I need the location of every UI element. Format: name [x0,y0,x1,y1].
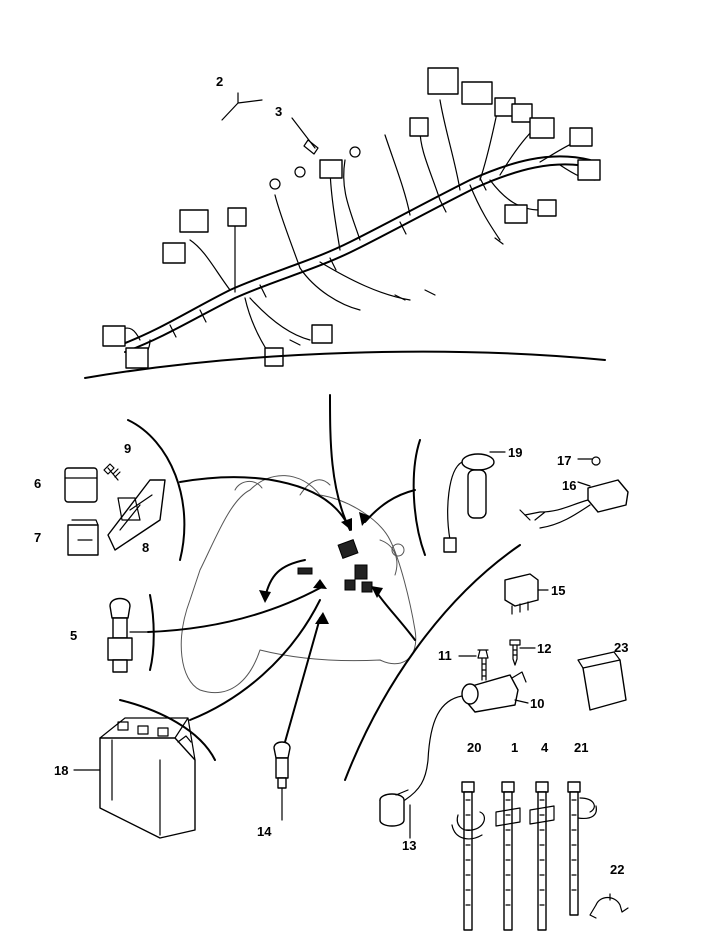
callout-label: 9 [124,441,131,456]
part-19-throttle-sensor [443,453,495,553]
callout-label: 1 [511,740,518,755]
part-23-pad [582,659,627,711]
leader-2 [221,92,263,121]
part-18-battery [99,717,196,839]
callout-label: 11 [438,648,452,663]
callout-label: 8 [142,540,149,555]
callout-label: 13 [402,838,416,853]
part-8-bracket [107,479,166,551]
part-16-unit [587,479,629,513]
scooter-outline [180,475,417,694]
callout-label: 4 [541,740,549,755]
part-13-plug-cap [379,789,409,827]
callout-label: 21 [574,740,588,755]
part-10-ignition-coil [404,671,527,801]
part-9-screw [103,463,121,481]
callout-label: 12 [537,641,551,656]
callout-label: 14 [257,824,272,839]
part-5-fuse-holder [107,597,133,673]
callout-label: 15 [551,583,565,598]
callout-label: 7 [34,530,41,545]
part-11-bolt [477,649,489,681]
callout-label: 22 [610,862,624,877]
part-15-relay [504,573,539,607]
part-21-cable-tie [567,781,597,916]
part-6-relay [64,467,98,503]
callout-label: 23 [614,640,628,655]
callout-label: 20 [467,740,481,755]
part-4-cable-tie [529,781,555,931]
callout-label: 6 [34,476,41,491]
callout-label: 3 [275,104,282,119]
part-1-cable-tie [495,781,521,931]
part-14-sensor [273,741,291,821]
callout-label: 2 [216,74,223,89]
callout-label: 17 [557,453,571,468]
part-20-cable-tie [451,781,486,931]
part-17-bolt [591,456,601,466]
callout-label: 18 [54,763,68,778]
part-12-screw [509,639,521,666]
callout-label: 19 [508,445,522,460]
callout-label: 5 [70,628,77,643]
wiring-harness [102,67,601,369]
divider-arc [84,350,606,379]
callout-label: 16 [562,478,576,493]
part-22-clamp [589,893,629,919]
callout-label: 10 [530,696,544,711]
